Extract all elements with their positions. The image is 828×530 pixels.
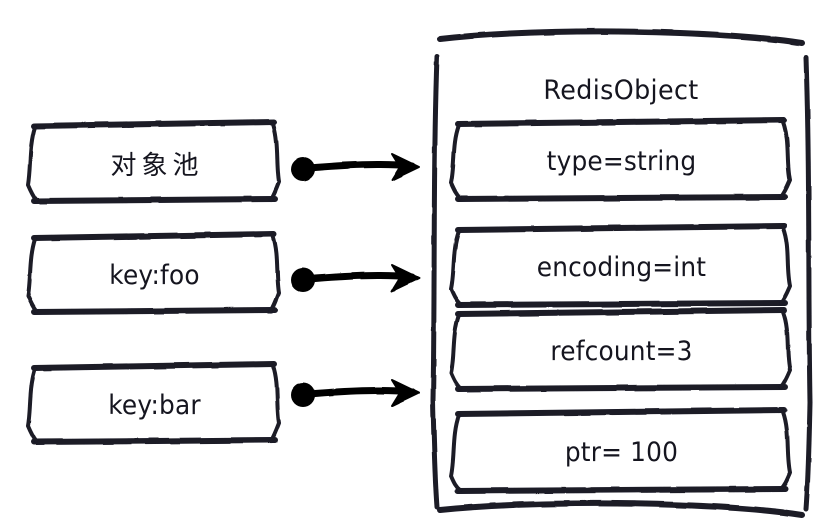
field-row-ptr-outline	[449, 407, 792, 494]
left-box-keyfoo-outline	[26, 231, 281, 315]
field-label-refcount: refcount=3	[550, 335, 693, 367]
left-box-keybar-outline	[26, 361, 281, 445]
arrow-pool-to-object	[291, 153, 420, 181]
field-row-encoding-outline	[449, 223, 792, 308]
arrow-keyfoo-to-object	[291, 264, 420, 292]
field-label-encoding: encoding=int	[536, 251, 707, 283]
field-label-type: type=string	[546, 145, 697, 177]
redis-object-frame	[430, 28, 813, 518]
redis-object-title: RedisObject	[543, 74, 699, 106]
left-box-label-keybar: key:bar	[108, 389, 201, 421]
field-row-refcount-outline	[449, 307, 792, 392]
left-box-pool-outline	[26, 119, 281, 204]
left-box-label-keyfoo: key:foo	[109, 259, 200, 291]
left-box-label-pool: 对象池	[110, 151, 204, 181]
field-label-ptr: ptr= 100	[564, 436, 679, 468]
arrow-keybar-to-object	[291, 379, 420, 407]
field-row-type-outline	[449, 117, 792, 202]
